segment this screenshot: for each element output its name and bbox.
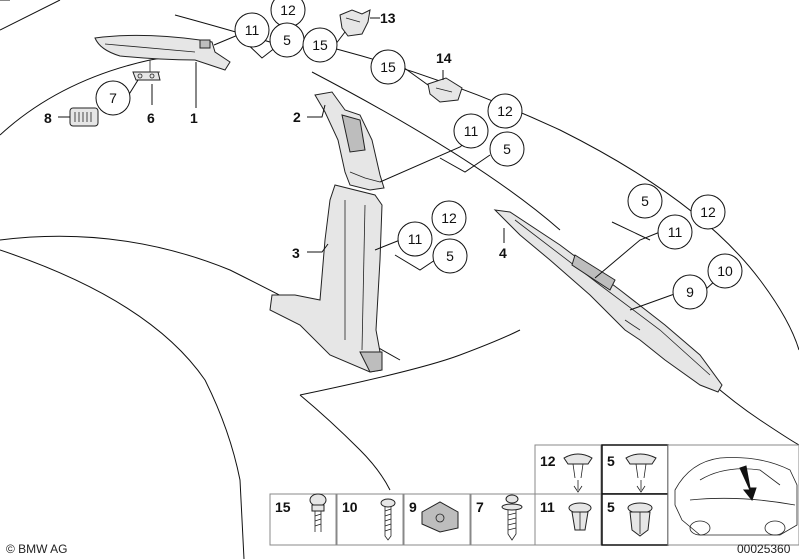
legend-label-9: 9 [409,499,417,515]
drawing-number: 00025360 [737,542,791,556]
legend-label-10: 10 [342,499,358,515]
callout-8: 8 [44,110,52,126]
legend-car-cell [667,444,799,546]
callout-15-top: 15 [312,37,328,53]
legend-cell-12-top [534,444,602,495]
clip-part-14 [427,77,463,103]
callout-circle-9 [672,274,708,310]
copyright-text: © BMW AG [6,542,68,556]
callout-circle-15-mid [370,49,406,85]
callout-circle-5-d [627,183,663,219]
callout-3: 3 [292,245,300,261]
legend-label-7: 7 [476,499,484,515]
legend-cell-7 [470,493,536,546]
grille-part-8 [69,107,99,127]
clip-bracket-part-13 [339,9,371,37]
callout-9: 9 [686,284,694,300]
car-location-icon [674,457,798,536]
callout-circle-5-c [432,238,468,274]
callout-circle-11-top [234,12,270,48]
callout-14: 14 [436,50,452,66]
a-pillar-trim-part [94,34,231,73]
callout-15-mid: 15 [380,59,396,75]
fastener-15-icon [309,493,327,532]
callouts: 12 11 5 13 15 15 14 7 8 6 1 2 12 11 5 3 [44,0,743,310]
callout-6: 6 [147,110,155,126]
callout-circle-5-b [489,131,525,167]
fastener-5-icon [627,502,653,537]
legend-cell-11 [534,493,602,546]
callout-13: 13 [380,10,396,26]
callout-circle-11-c [397,221,433,257]
callout-5-c: 5 [446,248,454,264]
callout-5-top: 5 [283,32,291,48]
b-pillar-upper-trim-part [314,91,385,191]
callout-12-top: 12 [280,2,296,18]
callout-11-c: 11 [408,231,423,247]
callout-circle-12-c [431,200,467,236]
callout-circle-11-b [453,113,489,149]
callout-circle-7 [95,80,131,116]
callout-5-b: 5 [503,141,511,157]
callout-12-c: 12 [441,210,457,226]
callout-5-d: 5 [641,193,649,209]
callout-12-b: 12 [497,103,513,119]
callout-circle-15-top [302,27,338,63]
callout-11-top: 11 [245,22,260,38]
callout-4: 4 [499,245,507,261]
parts-legend: 12 5 15 10 9 7 11 5 [269,444,799,546]
bracket-part-6 [132,71,161,81]
callout-12-d: 12 [700,204,716,220]
callout-circle-10 [707,253,743,289]
fastener-9-icon [421,501,459,533]
callout-1: 1 [190,110,198,126]
callout-11-b: 11 [464,123,479,139]
callout-2: 2 [293,109,301,125]
fastener-7-icon [501,494,523,541]
roof-side-trim-part [493,209,723,393]
callout-circle-12-d [690,194,726,230]
fastener-10-icon [380,498,396,541]
legend-label-11: 11 [540,499,555,515]
fastener-11-icon [568,502,592,531]
callout-11-d: 11 [668,224,683,240]
callout-10: 10 [717,263,733,279]
b-pillar-lower-trim-part [269,184,383,373]
legend-label-12: 12 [540,453,556,469]
callout-circle-12-b [487,93,523,129]
callout-7: 7 [109,90,117,106]
legend-label-5-top: 5 [607,453,615,469]
callout-circle-11-d [657,214,693,250]
legend-label-15: 15 [275,499,291,515]
legend-label-5-bottom: 5 [607,499,615,515]
